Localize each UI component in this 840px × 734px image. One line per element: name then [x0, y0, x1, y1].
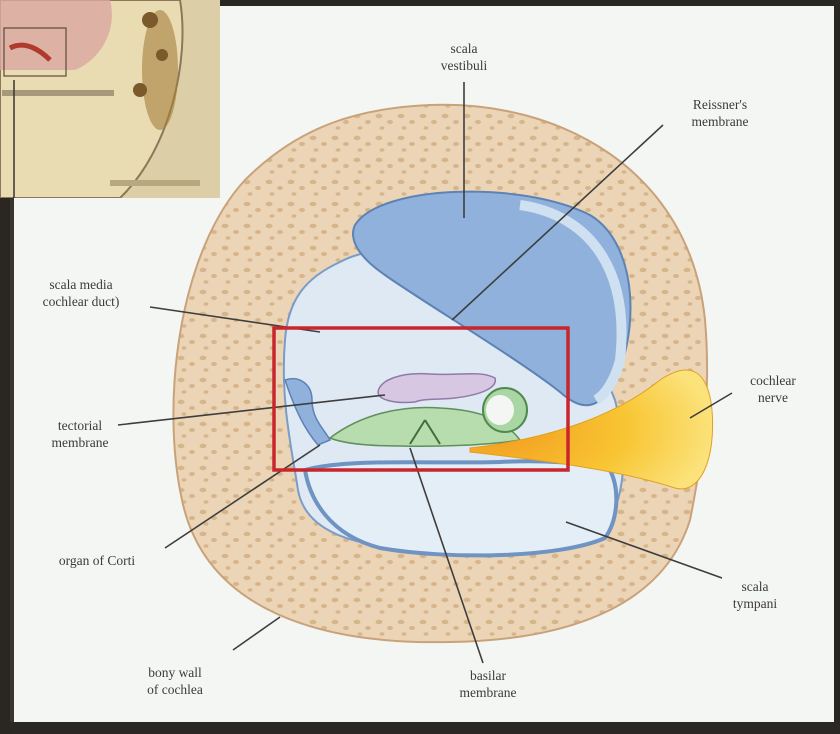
inset-image: [0, 0, 220, 198]
label-scala-media: scala media cochlear duct): [16, 276, 146, 310]
label-organ-of-corti: organ of Corti: [22, 552, 172, 569]
label-basilar-membrane: basilar membrane: [428, 667, 548, 701]
label-tectorial-membrane: tectorial membrane: [20, 417, 140, 451]
label-reissners-membrane: Reissner's membrane: [655, 96, 785, 130]
label-scala-vestibuli: scala vestibuli: [414, 40, 514, 74]
label-scala-tympani: scala tympani: [700, 578, 810, 612]
label-cochlear-nerve: cochlear nerve: [718, 372, 828, 406]
label-bony-wall: bony wall of cochlea: [115, 664, 235, 698]
inset-thumbnail: [0, 0, 220, 198]
